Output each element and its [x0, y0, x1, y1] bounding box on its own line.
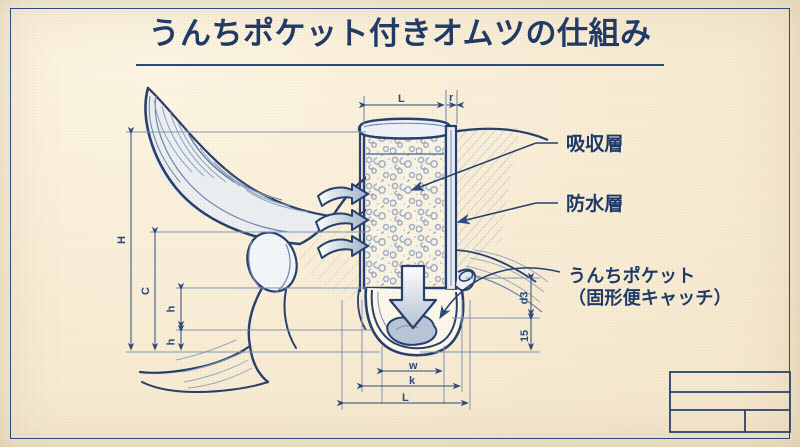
label-poop-pocket-line2: （固形便キャッチ）	[568, 287, 732, 308]
dim-top-main: L	[398, 93, 405, 105]
leader-arrow-icon	[410, 142, 561, 320]
diaper-assembly	[315, 117, 476, 357]
dim-right-upper: d3	[518, 291, 531, 305]
label-waterproof-layer: 防水層	[566, 194, 624, 215]
down-arrow-icon	[388, 264, 438, 330]
dim-left-mid: C	[139, 287, 152, 295]
dim-bottom-outer: L	[402, 392, 409, 404]
dim-right-lower: 15	[519, 329, 532, 343]
label-absorbent-layer: 吸収層	[566, 134, 624, 155]
label-poop-pocket-line1: うんちポケット	[568, 266, 696, 286]
label-poop-pocket: うんちポケット （固形便キャッチ）	[568, 266, 732, 310]
dim-bottom-mid: k	[409, 375, 416, 387]
flow-arrow-icon	[315, 183, 369, 259]
title-block	[669, 371, 791, 433]
dim-left-inner-lower: h	[165, 338, 178, 346]
dim-left-outer: H	[115, 236, 128, 244]
dimension-lines	[126, 90, 540, 410]
page-title: うんちポケット付きオムツの仕組み	[148, 16, 652, 51]
dim-left-inner-upper: h	[165, 305, 178, 313]
dim-top-small: r	[449, 92, 454, 104]
dim-bottom-inner: w	[409, 360, 418, 372]
title-underline	[136, 64, 664, 67]
